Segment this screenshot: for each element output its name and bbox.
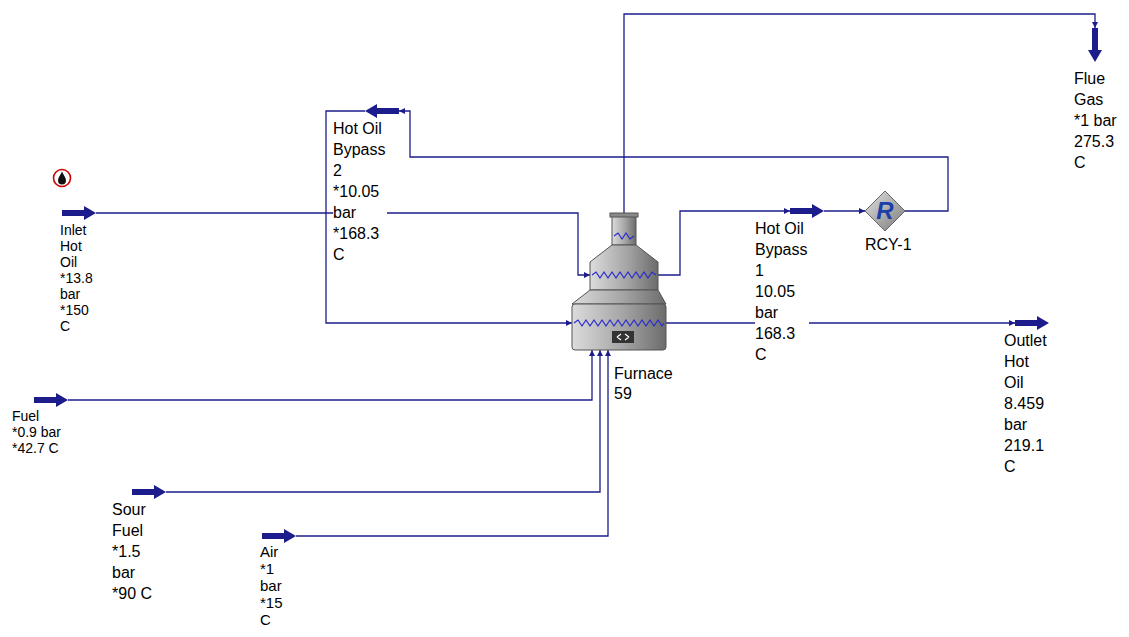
stream-name: Fuel bbox=[12, 408, 39, 424]
furnace-shape bbox=[570, 212, 670, 352]
stream-arrow-icon bbox=[790, 204, 824, 218]
radiant-coil bbox=[574, 320, 664, 326]
stream-arrow-icon bbox=[262, 529, 296, 543]
label-block: Inlet Hot Oil*13.8 bar*150 C bbox=[60, 206, 98, 334]
stream-connector bbox=[296, 350, 608, 536]
stream-name: Flue Gas bbox=[1074, 68, 1124, 110]
recycle-block: R RCY-1 bbox=[865, 191, 925, 255]
stream-arrow-shape bbox=[132, 485, 166, 499]
spec-indicator-drop bbox=[58, 172, 66, 185]
label-block: Air*1 bar*15 C bbox=[260, 529, 290, 628]
stream-name: Outlet Hot Oil bbox=[1004, 330, 1050, 393]
recycle-symbol-letter: R bbox=[865, 191, 905, 231]
unit-name: Furnace 59 bbox=[614, 364, 680, 404]
stream-arrow-icon bbox=[1088, 28, 1102, 62]
stream-connector bbox=[399, 111, 948, 211]
label-block: Hot Oil Bypass 2*10.05 bar*168.3 C bbox=[333, 104, 387, 265]
stream-temperature: *168.3 C bbox=[333, 223, 387, 265]
stream-temperature: 275.3 C bbox=[1074, 131, 1124, 173]
stream-pressure: 8.459 bar bbox=[1004, 393, 1050, 435]
stream-temperature: *42.7 C bbox=[12, 440, 59, 456]
spec-indicator-ring bbox=[54, 170, 71, 187]
material-stream: Outlet Hot Oil8.459 bar219.1 C bbox=[1004, 316, 1050, 477]
stream-name: Sour Fuel bbox=[112, 499, 158, 541]
stream-name: Hot Oil Bypass 2 bbox=[333, 118, 387, 181]
stream-connector bbox=[166, 350, 600, 492]
stream-arrow-shape bbox=[365, 104, 399, 118]
stream-arrow-shape bbox=[790, 204, 824, 218]
stream-name: Air bbox=[260, 543, 278, 560]
material-stream: Sour Fuel*1.5 bar*90 C bbox=[112, 485, 158, 604]
unit-name: RCY-1 bbox=[865, 235, 912, 255]
furnace-shoulder bbox=[572, 290, 666, 304]
stream-pressure: *10.05 bar bbox=[333, 181, 387, 223]
material-stream: Hot Oil Bypass 2*10.05 bar*168.3 C bbox=[333, 104, 387, 265]
convection-coil bbox=[592, 272, 656, 278]
furnace-stack bbox=[612, 216, 636, 245]
stream-connector bbox=[326, 111, 572, 323]
stream-temperature: *150 C bbox=[60, 302, 98, 334]
stream-pressure: *1 bar bbox=[260, 560, 290, 594]
burner-symbol bbox=[617, 334, 629, 340]
material-stream: Inlet Hot Oil*13.8 bar*150 C bbox=[60, 206, 98, 334]
stream-arrow-icon bbox=[62, 206, 96, 220]
material-stream: Air*1 bar*15 C bbox=[260, 529, 290, 628]
stream-pressure: *0.9 bar bbox=[12, 424, 61, 440]
stream-pressure: *13.8 bar bbox=[60, 270, 98, 302]
label-block: Flue Gas*1 bar275.3 C bbox=[1074, 28, 1124, 173]
stream-arrow-icon bbox=[132, 485, 166, 499]
material-stream: Fuel*0.9 bar*42.7 C bbox=[12, 393, 76, 456]
furnace-stack-cap bbox=[610, 213, 638, 217]
stream-name: Hot Oil Bypass 1 bbox=[755, 218, 809, 281]
stream-name: Inlet Hot Oil bbox=[60, 222, 98, 270]
material-stream: Flue Gas*1 bar275.3 C bbox=[1074, 28, 1124, 173]
stream-connector bbox=[96, 213, 590, 275]
stream-temperature: *90 C bbox=[112, 583, 152, 604]
label-block: Fuel*0.9 bar*42.7 C bbox=[12, 393, 76, 456]
stream-arrow-shape bbox=[1015, 316, 1049, 330]
stream-temperature: 219.1 C bbox=[1004, 435, 1050, 477]
recycle-diamond-shape bbox=[865, 191, 905, 231]
furnace-convection-section bbox=[590, 245, 658, 290]
stream-pressure: 10.05 bar bbox=[755, 281, 809, 323]
stream-connector bbox=[624, 14, 1095, 215]
stream-arrow-shape bbox=[34, 393, 68, 407]
stream-connector bbox=[665, 322, 1015, 323]
stream-temperature: 168.3 C bbox=[755, 323, 809, 365]
material-stream: Hot Oil Bypass 110.05 bar168.3 C bbox=[755, 204, 809, 365]
stack-coil bbox=[614, 233, 634, 239]
burner bbox=[612, 331, 634, 343]
stream-arrow-icon bbox=[1015, 316, 1049, 330]
label-block: R RCY-1 bbox=[865, 191, 925, 255]
label-block: Sour Fuel*1.5 bar*90 C bbox=[112, 485, 158, 604]
stream-arrow-shape bbox=[262, 529, 296, 543]
stream-pressure: *1 bar bbox=[1074, 110, 1117, 131]
stream-connector bbox=[68, 350, 592, 400]
furnace-unit: Furnace 59 bbox=[570, 212, 680, 404]
stream-temperature: *15 C bbox=[260, 594, 290, 628]
stream-arrow-shape bbox=[1088, 28, 1102, 62]
stream-arrow-icon bbox=[34, 393, 68, 407]
label-block: Hot Oil Bypass 110.05 bar168.3 C bbox=[755, 204, 809, 365]
stream-connector bbox=[824, 210, 865, 211]
label-block: Furnace 59 bbox=[614, 212, 680, 404]
label-block: Outlet Hot Oil8.459 bar219.1 C bbox=[1004, 316, 1050, 477]
stream-arrow-icon bbox=[365, 104, 399, 118]
stream-arrow-shape bbox=[62, 206, 96, 220]
stream-pressure: *1.5 bar bbox=[112, 541, 158, 583]
furnace-radiant-section bbox=[572, 304, 666, 350]
